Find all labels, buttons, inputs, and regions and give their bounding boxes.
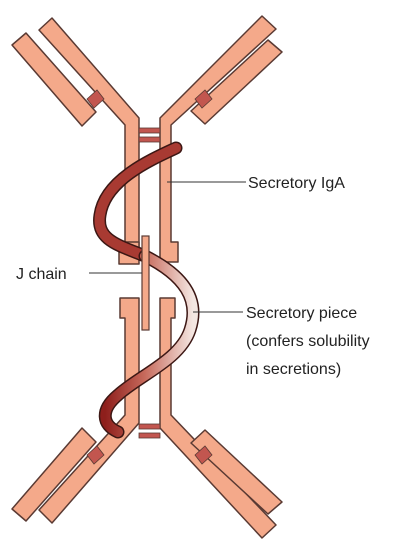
lower-hinge-bond-2	[139, 433, 160, 438]
lower-hinge-bond-1	[139, 424, 160, 429]
secretory-iga-label: Secretory IgA	[248, 175, 345, 192]
upper-hinge-bond-2	[139, 137, 160, 142]
secretory-piece-note-line1: (confers solubility	[246, 333, 370, 350]
upper-hinge-bond-1	[139, 128, 160, 133]
lower-iga-monomer	[12, 298, 282, 538]
secretory-piece-label: Secretory piece	[246, 305, 357, 322]
upper-left-heavy-chain	[39, 18, 139, 258]
j-chain-label: J chain	[16, 266, 67, 283]
secretory-piece-note-line2: in secretions)	[246, 361, 341, 378]
j-chain	[142, 236, 149, 330]
